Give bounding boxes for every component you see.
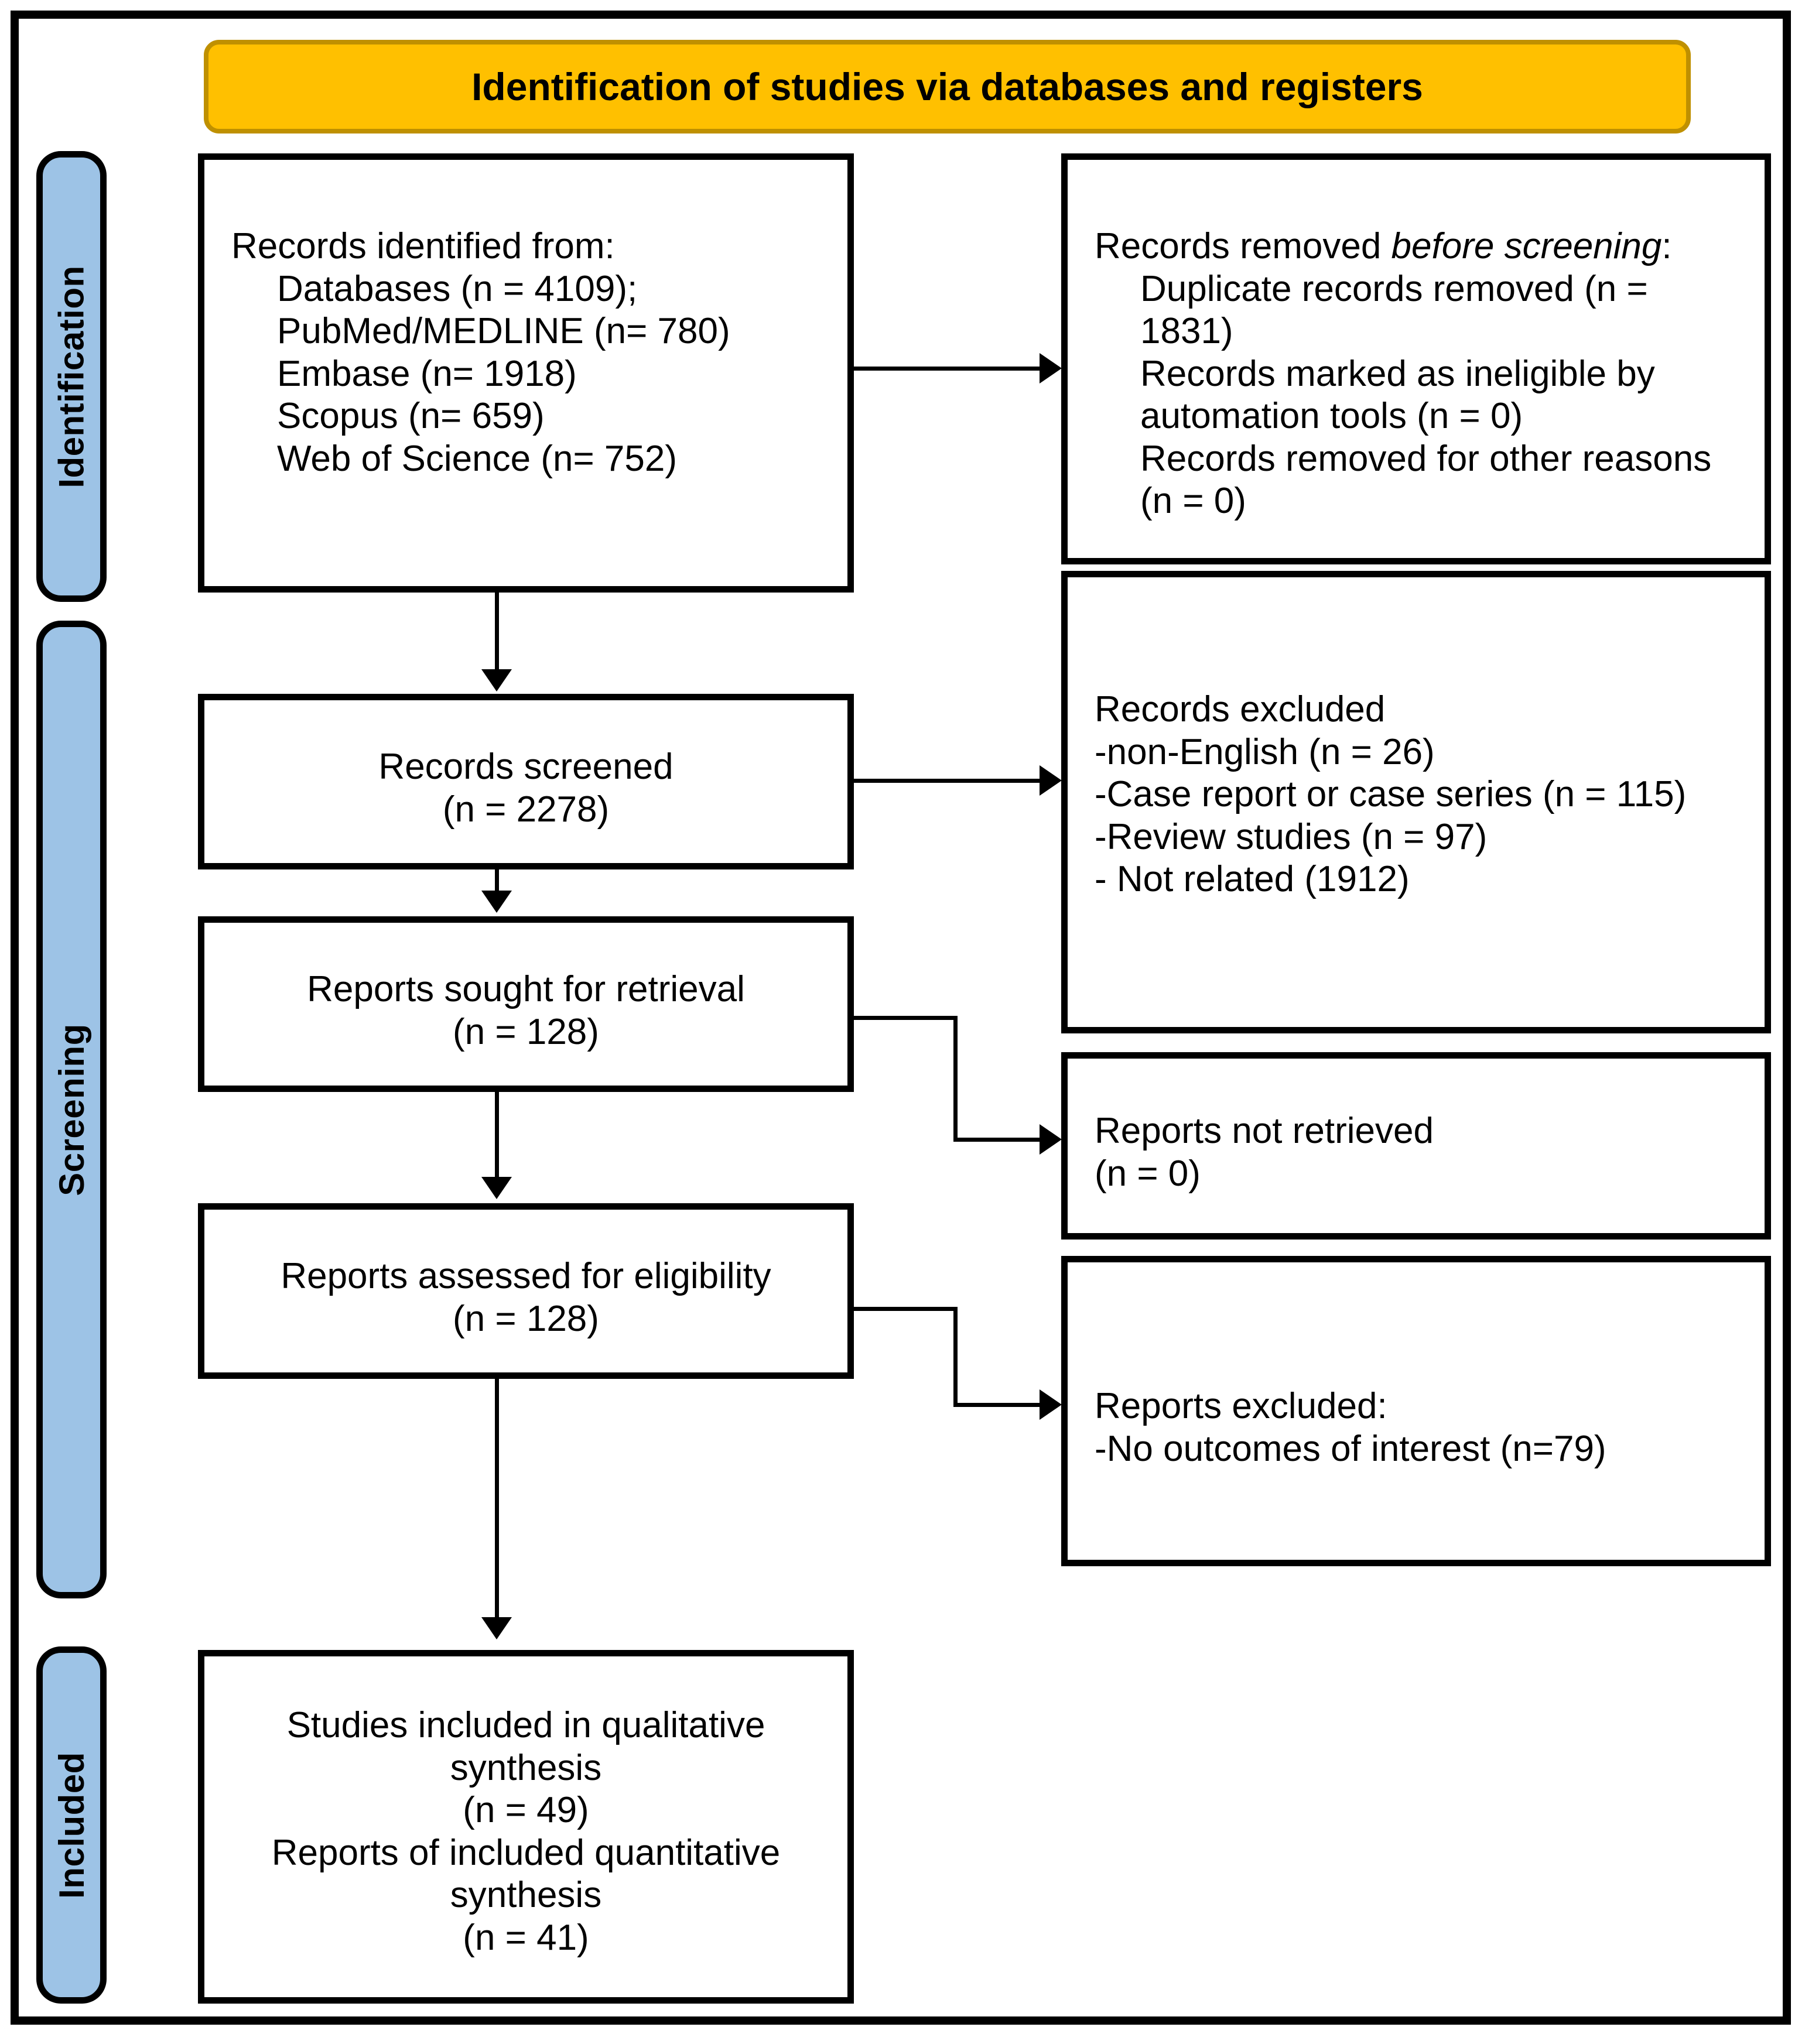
- node-records-identified: Records identified from: Databases (n = …: [198, 153, 854, 593]
- reports-not-retrieved-line-2: (n = 0): [1095, 1153, 1201, 1194]
- arrow-identified-to-removed: [1040, 353, 1062, 384]
- arrow-screened-to-sought: [481, 891, 512, 913]
- reports-excluded-body: Reports excluded: -No outcomes of intere…: [1095, 1385, 1747, 1470]
- node-records-excluded: Records excluded -non-English (n = 26) -…: [1061, 571, 1771, 1033]
- node-records-removed: Records removed before screening: Duplic…: [1061, 153, 1771, 564]
- records-identified-line-4: Web of Science (n= 752): [277, 438, 677, 479]
- node-records-screened: Records screened (n = 2278): [198, 694, 854, 869]
- reports-assessed-line-1: Reports assessed for eligibility: [281, 1256, 771, 1296]
- arrow-sought-to-notretrieved: [1040, 1124, 1062, 1155]
- records-removed-heading-italic: before screening: [1391, 226, 1662, 266]
- reports-sought-body: Reports sought for retrieval (n = 128): [218, 968, 833, 1053]
- stage-band-included: Included: [36, 1646, 107, 2004]
- records-excluded-heading: Records excluded: [1095, 689, 1386, 730]
- records-excluded-line-0: -non-English (n = 26): [1095, 731, 1435, 772]
- stage-label-identification: Identification: [52, 265, 91, 488]
- connector-assessed-to-included: [495, 1379, 499, 1619]
- reports-sought-line-2: (n = 128): [453, 1011, 599, 1052]
- node-studies-included: Studies included in qualitative synthesi…: [198, 1650, 854, 2004]
- studies-included-line-1: Studies included in qualitative: [286, 1705, 765, 1745]
- reports-assessed-body: Reports assessed for eligibility (n = 12…: [218, 1255, 833, 1340]
- connector-sought-to-notretrieved-v: [953, 1016, 958, 1142]
- stage-label-screening: Screening: [52, 1023, 91, 1196]
- studies-included-line-3: (n = 49): [463, 1790, 589, 1831]
- arrow-identified-to-screened: [481, 669, 512, 691]
- connector-sought-to-assessed: [495, 1092, 499, 1179]
- studies-included-line-5: synthesis: [450, 1875, 602, 1916]
- records-identified-body: Records identified from: Databases (n = …: [231, 225, 830, 480]
- records-identified-line-0: Databases (n = 4109);: [277, 268, 638, 309]
- records-removed-heading-suffix: :: [1661, 226, 1672, 266]
- studies-included-body: Studies included in qualitative synthesi…: [218, 1704, 833, 1959]
- records-identified-line-2: Embase (n= 1918): [277, 353, 577, 394]
- node-reports-sought: Reports sought for retrieval (n = 128): [198, 916, 854, 1092]
- reports-not-retrieved-body: Reports not retrieved (n = 0): [1095, 1110, 1747, 1195]
- studies-included-line-4: Reports of included quantitative: [271, 1832, 781, 1873]
- records-excluded-line-2: -Review studies (n = 97): [1095, 816, 1488, 857]
- stage-label-included: Included: [52, 1751, 91, 1899]
- records-screened-body: Records screened (n = 2278): [218, 746, 833, 831]
- records-removed-line-1: Records marked as ineligible by automati…: [1140, 353, 1655, 437]
- reports-excluded-heading: Reports excluded:: [1095, 1386, 1387, 1426]
- reports-excluded-line-0: -No outcomes of interest (n=79): [1095, 1428, 1606, 1469]
- reports-not-retrieved-line-1: Reports not retrieved: [1095, 1111, 1434, 1151]
- arrow-screened-to-excluded: [1040, 765, 1062, 796]
- connector-sought-to-notretrieved-h2: [953, 1138, 1041, 1142]
- records-identified-line-1: PubMed/MEDLINE (n= 780): [277, 311, 730, 352]
- connector-assessed-to-excluded-h2: [953, 1403, 1041, 1407]
- records-identified-heading: Records identified from:: [231, 226, 615, 266]
- records-removed-heading: Records removed before screening:: [1095, 226, 1672, 266]
- connector-identified-to-screened: [495, 593, 499, 672]
- studies-included-line-2: synthesis: [450, 1747, 602, 1788]
- records-removed-body: Records removed before screening: Duplic…: [1095, 225, 1747, 523]
- connector-screened-to-sought: [495, 869, 499, 893]
- node-reports-assessed: Reports assessed for eligibility (n = 12…: [198, 1203, 854, 1379]
- identification-banner: Identification of studies via databases …: [204, 40, 1691, 133]
- arrow-assessed-to-excluded: [1040, 1389, 1062, 1420]
- records-removed-heading-prefix: Records removed: [1095, 226, 1392, 266]
- records-screened-line-1: Records screened: [378, 747, 673, 787]
- connector-assessed-to-excluded-v: [953, 1307, 958, 1406]
- reports-assessed-line-2: (n = 128): [453, 1298, 599, 1339]
- records-identified-line-3: Scopus (n= 659): [277, 396, 545, 437]
- records-removed-line-2: Records removed for other reasons (n = 0…: [1140, 438, 1712, 522]
- arrow-sought-to-assessed: [481, 1177, 512, 1199]
- arrow-assessed-to-included: [481, 1617, 512, 1639]
- records-excluded-line-3: - Not related (1912): [1095, 859, 1410, 900]
- banner-title: Identification of studies via databases …: [471, 65, 1423, 108]
- records-screened-line-2: (n = 2278): [442, 789, 610, 830]
- stage-band-identification: Identification: [36, 151, 107, 602]
- connector-assessed-to-excluded-h1: [854, 1307, 956, 1311]
- connector-sought-to-notretrieved-h1: [854, 1016, 956, 1020]
- stage-band-screening: Screening: [36, 621, 107, 1598]
- node-reports-excluded: Reports excluded: -No outcomes of intere…: [1061, 1256, 1771, 1566]
- node-reports-not-retrieved: Reports not retrieved (n = 0): [1061, 1052, 1771, 1240]
- connector-identified-to-removed: [854, 367, 1041, 371]
- studies-included-line-6: (n = 41): [463, 1917, 589, 1958]
- records-removed-line-0: Duplicate records removed (n = 1831): [1140, 268, 1648, 352]
- records-excluded-body: Records excluded -non-English (n = 26) -…: [1095, 689, 1747, 901]
- reports-sought-line-1: Reports sought for retrieval: [307, 969, 745, 1009]
- connector-screened-to-excluded: [854, 779, 1041, 783]
- records-excluded-line-1: -Case report or case series (n = 115): [1095, 774, 1687, 815]
